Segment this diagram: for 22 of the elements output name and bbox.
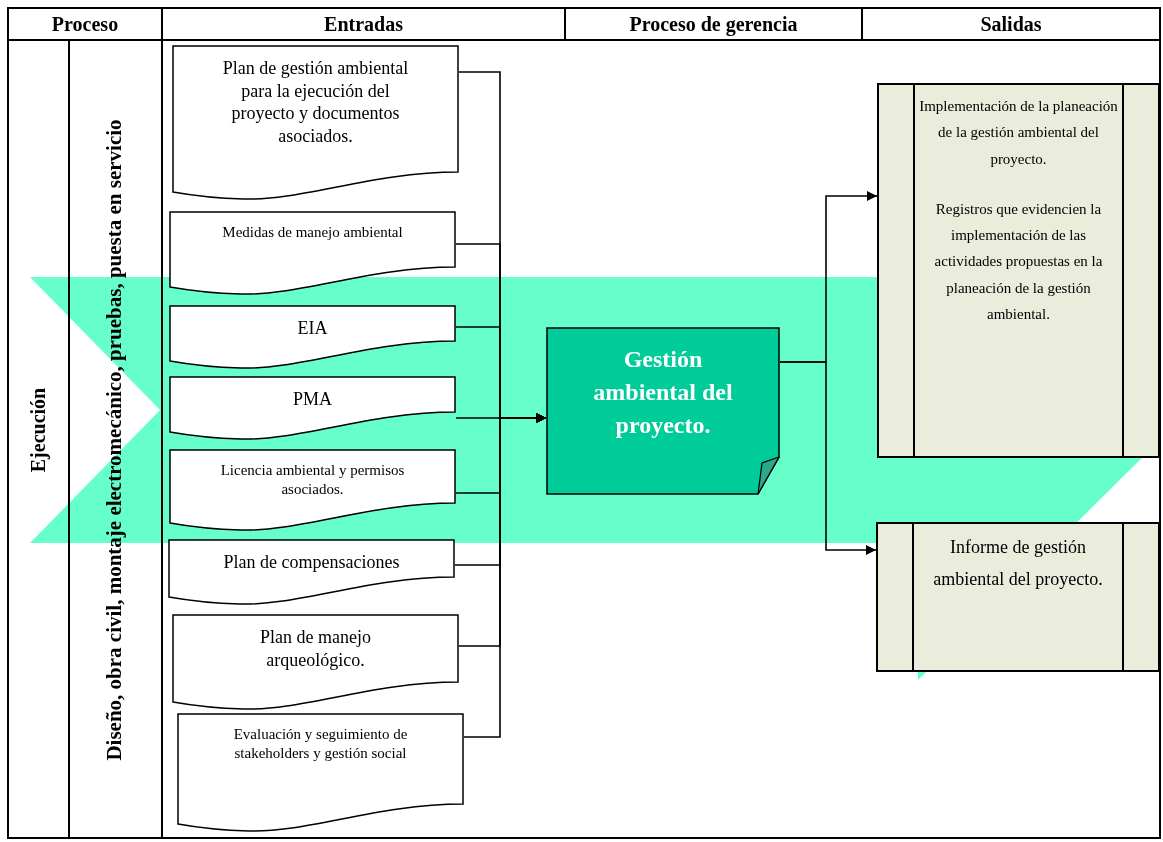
document-text: Plan de manejo arqueológico. [259,626,372,671]
process-title: Gestión ambiental del proyecto. [592,345,734,440]
output-text: Implementación de la planeación de la gestión ambiental del proyecto. [919,97,1118,169]
document-text: EIA [297,317,328,340]
document-text: Plan de gestión ambiental para la ejecución del proyecto y documentos asociados. [221,57,410,147]
column-header: Proceso [51,14,119,34]
document-text: Plan de compensaciones [223,551,400,574]
output-box [876,522,1160,672]
document-text: Evaluación y seguimiento de stakeholders y gestión social [232,725,409,763]
phase-label: Ejecución [28,387,48,473]
connector-arrow [779,361,877,555]
output-text: Informe de gestión ambiental del proyecto. [932,536,1104,591]
document-text: Medidas de manejo ambiental [222,223,403,242]
connector-arrow [463,413,547,738]
output-text: Registros que evidencien la implementación de las actividades propuestas en la planeación de la gestión ambiental. [933,199,1104,324]
document-text: Licencia ambiental y permisos asociados. [219,461,406,499]
document-text: PMA [293,388,332,411]
column-header: Proceso de gerencia [629,14,798,34]
output-box [877,83,1160,458]
stage-label: Diseño, obra civil, montaje electromecánico, pruebas, puesta en servicio [102,118,128,763]
column-header: Salidas [980,14,1042,34]
column-header: Entradas [324,14,403,34]
